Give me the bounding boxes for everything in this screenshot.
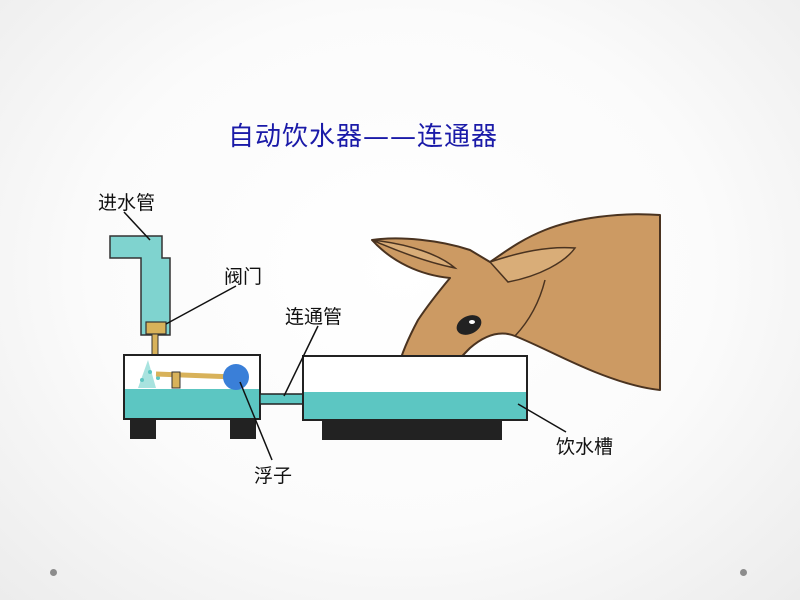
slide-dot-right-icon [740,569,747,576]
leader-lines [123,211,567,461]
left-tank [123,354,261,439]
label-float: 浮子 [254,465,293,487]
inlet-pipe [109,235,171,336]
slide-dot-left-icon [50,569,57,576]
diagram-title: 自动饮水器——连通器 [227,122,498,152]
connecting-pipe [259,393,305,405]
label-inlet-pipe: 进水管 [98,192,156,214]
drinking-trough [302,355,528,440]
label-connecting-pipe: 连通管 [285,306,343,328]
float-ball [223,364,249,390]
label-trough: 饮水槽 [556,436,614,458]
label-valve: 阀门 [224,266,263,288]
